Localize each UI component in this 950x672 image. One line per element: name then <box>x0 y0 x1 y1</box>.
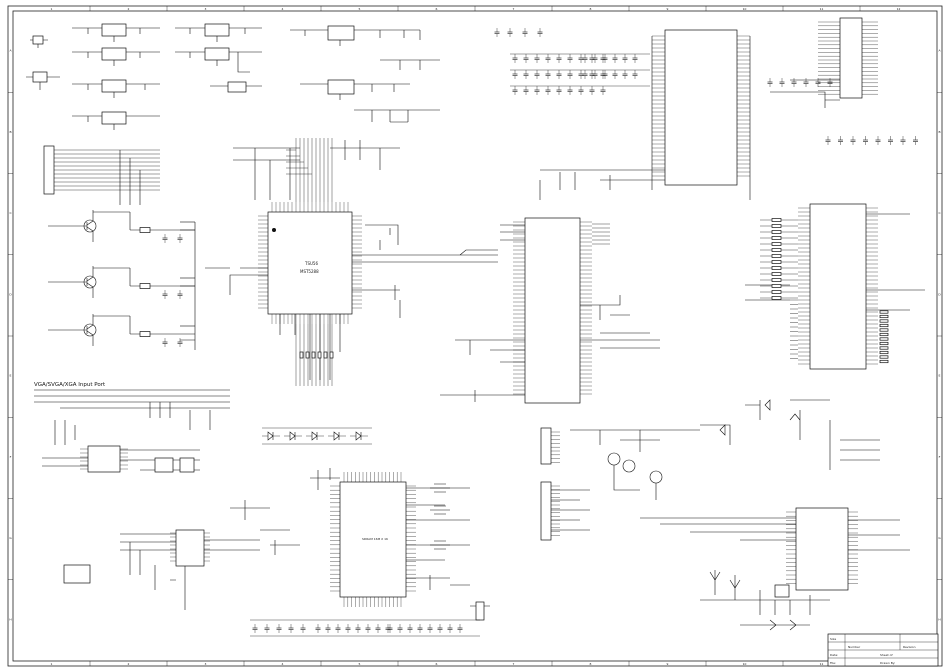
col-marker: 11 <box>820 7 824 11</box>
col-marker: 3 <box>205 662 207 666</box>
row-marker: H <box>9 617 11 621</box>
col-marker: 8 <box>590 662 592 666</box>
panel-output-ic <box>745 203 925 370</box>
col-marker: 9 <box>667 7 669 11</box>
col-marker: 1 <box>51 662 53 666</box>
main-ic-name: TSU56 <box>304 261 318 266</box>
title-block-number: Number <box>848 645 861 649</box>
power-switching-section <box>540 399 880 541</box>
regulator-group <box>26 23 440 130</box>
main-ic-part: MST5288 <box>300 269 319 274</box>
row-marker: G <box>9 536 12 540</box>
col-marker: 3 <box>205 7 207 11</box>
title-block: Size Number Revision Date: File: Sheet o… <box>827 633 939 667</box>
left-connector <box>43 145 160 205</box>
col-marker: 10 <box>743 7 747 11</box>
row-marker: G <box>938 536 941 540</box>
title-block-file: File: <box>830 661 836 665</box>
ram-ic-label: SDRAM 16M X 16 <box>362 537 388 541</box>
col-marker: 4 <box>282 662 284 666</box>
vga-input-section: VGA/SVGA/XGA Input Port <box>34 382 230 473</box>
row-marker: F <box>939 455 941 459</box>
mux-ic <box>63 500 300 610</box>
bottom-capacitor-row <box>250 619 480 637</box>
row-marker: A <box>938 49 941 53</box>
col-marker: 8 <box>590 7 592 11</box>
memory-ic <box>539 29 751 200</box>
pwm-controller-ic <box>640 507 910 631</box>
col-marker: 6 <box>436 7 438 11</box>
decoupling-capacitor-array <box>494 28 918 145</box>
col-marker: 2 <box>128 662 130 666</box>
col-marker: 11 <box>820 662 824 666</box>
col-marker: 1 <box>51 7 53 11</box>
title-block-date: Date: <box>830 653 838 657</box>
row-markers: A A B B C C D D E E F F G G H H <box>8 49 942 621</box>
transistor-stages <box>48 210 196 350</box>
col-marker: 5 <box>359 662 361 666</box>
row-marker: A <box>9 49 12 53</box>
col-marker: 6 <box>436 662 438 666</box>
title-block-size: Size <box>830 637 836 641</box>
sdram-ic: SDRAM 16M X 16 <box>310 468 490 621</box>
row-marker: B <box>938 130 940 134</box>
col-marker: 7 <box>513 7 515 11</box>
col-marker: 12 <box>897 7 901 11</box>
col-marker: 7 <box>513 662 515 666</box>
connector-top-right <box>767 17 878 108</box>
row-marker: D <box>9 292 12 296</box>
col-marker: 10 <box>743 662 747 666</box>
row-marker: D <box>938 292 941 296</box>
vga-port-title: VGA/SVGA/XGA Input Port <box>34 382 106 388</box>
row-marker: E <box>10 374 12 378</box>
row-marker: C <box>9 211 11 215</box>
col-marker: 9 <box>667 662 669 666</box>
title-block-sheet: Sheet of <box>880 653 893 657</box>
interface-ic <box>440 217 660 404</box>
row-marker: B <box>9 130 11 134</box>
esd-diode-row <box>262 427 372 445</box>
row-marker: F <box>10 455 12 459</box>
col-marker: 5 <box>359 7 361 11</box>
title-block-drawn: Drawn By: <box>880 661 895 665</box>
title-block-revision: Revision <box>903 645 916 649</box>
row-marker: H <box>938 617 940 621</box>
column-markers: 112233445566778899101011111212 <box>51 6 901 666</box>
col-marker: 2 <box>128 7 130 11</box>
main-scaler-ic: TSU56 MST5288 <box>205 140 498 380</box>
row-marker: E <box>939 374 941 378</box>
col-marker: 4 <box>282 7 284 11</box>
data-bus <box>286 138 334 386</box>
row-marker: C <box>938 211 940 215</box>
